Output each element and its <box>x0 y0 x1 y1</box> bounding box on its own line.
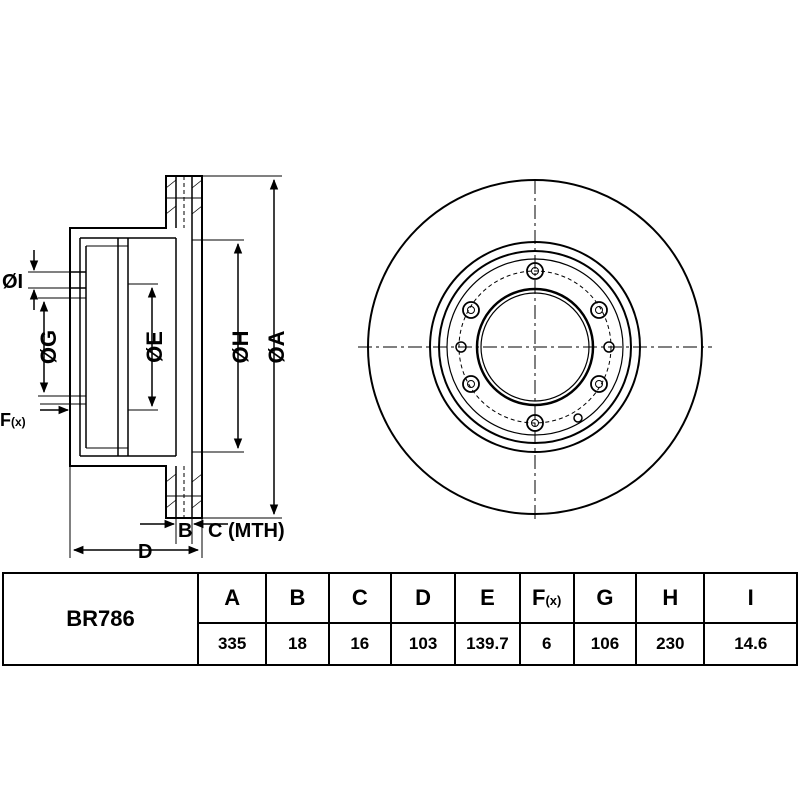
table-value-row: 335 18 16 103 139.7 6 106 230 14.6 <box>3 622 798 666</box>
table-header-row: BR786 A B C D E F(x) G H I <box>2 572 798 666</box>
label-dia-g: ØG <box>36 330 61 364</box>
header-cell: E <box>454 572 521 624</box>
header-cell: C <box>327 572 392 624</box>
indicator-hole <box>573 413 583 423</box>
disc-rotor-outline <box>69 175 203 519</box>
value-cell: 14.6 <box>703 622 798 666</box>
label-dia-h: ØH <box>228 331 253 364</box>
disc-front-view <box>358 179 712 520</box>
value-cell: 230 <box>635 622 706 666</box>
label-c-mth: C (MTH) <box>208 520 285 542</box>
bolt-hole <box>590 375 608 393</box>
header-cell: D <box>389 572 457 624</box>
bolt-hole <box>590 301 608 319</box>
bolt-hole <box>462 375 480 393</box>
value-cell: 6 <box>518 622 575 666</box>
header-cell: B <box>265 572 330 624</box>
label-dia-a: ØA <box>264 330 289 363</box>
label-d: D <box>138 541 152 560</box>
value-cell: 16 <box>327 622 392 666</box>
bolt-hole <box>462 301 480 319</box>
value-cell: 335 <box>196 622 268 666</box>
locating-hole <box>455 341 467 353</box>
bolt-hole <box>526 262 544 280</box>
value-cell: 139.7 <box>454 622 521 666</box>
value-cell: 106 <box>572 622 638 666</box>
label-f: F(x) <box>0 410 26 430</box>
disc-side-section-view <box>69 175 203 519</box>
bolt-hole <box>526 414 544 432</box>
part-number: BR786 <box>2 572 199 666</box>
bolt-holes <box>462 262 608 432</box>
value-cell: 18 <box>265 622 330 666</box>
value-cell: 103 <box>389 622 457 666</box>
label-b: B <box>178 520 192 542</box>
header-cell: I <box>703 572 798 624</box>
header-cell: F(x) <box>518 572 575 624</box>
locating-hole <box>603 341 615 353</box>
brake-disc-technical-drawing: ØA ØH ØE ØG ØI F(x) B C (MTH) D <box>0 175 712 560</box>
label-dia-i: ØI <box>2 271 23 293</box>
side-view-dimensions <box>28 175 282 558</box>
header-cell: G <box>572 572 638 624</box>
label-dia-e: ØE <box>142 331 167 363</box>
header-cell: H <box>635 572 706 624</box>
header-cell: A <box>196 572 268 624</box>
specification-table: BR786 A B C D E F(x) G H I 335 18 16 103… <box>2 572 798 666</box>
